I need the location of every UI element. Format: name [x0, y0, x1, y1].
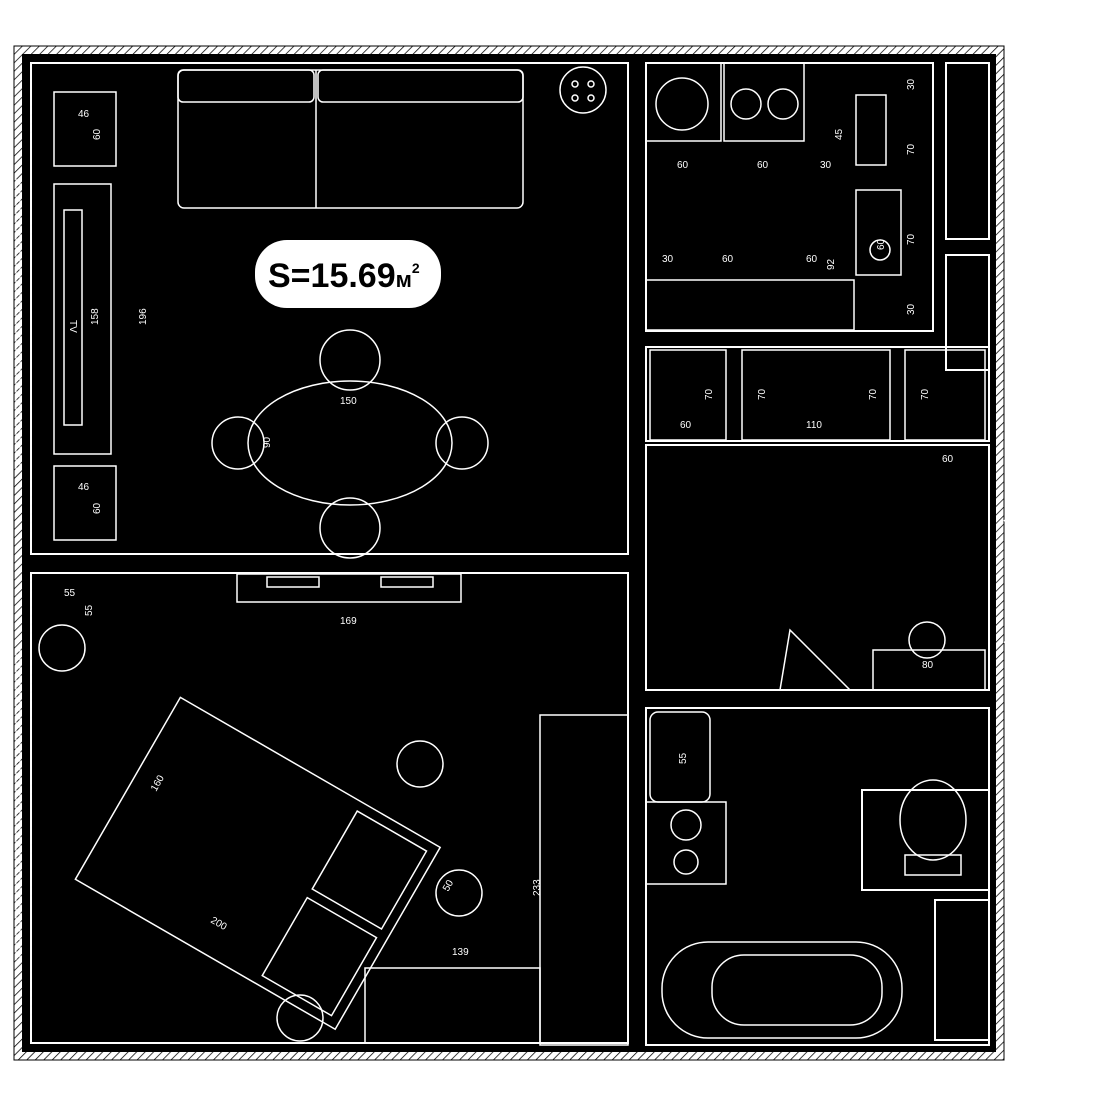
plant-bedroom-3 — [276, 994, 324, 1042]
kitchen-right-cabinets — [945, 62, 990, 240]
dim-label: 92 — [826, 258, 837, 270]
plant-bedroom-2 — [435, 869, 483, 917]
dim-label: 60 — [92, 128, 103, 140]
dim-label: 55 — [84, 604, 95, 616]
area-label: S=15.69м2 — [255, 240, 441, 308]
dim-label: 46 — [78, 109, 90, 120]
dim-label: 110 — [806, 420, 822, 431]
dim-label: 60 — [876, 238, 887, 250]
dim-label: 60 — [92, 502, 103, 514]
plant-bedroom-1 — [396, 740, 444, 788]
wardrobe-dimensions: 70 60 70 70 110 70 60 — [680, 388, 954, 465]
dim-label: 60 — [677, 160, 689, 171]
dim-label: 50 — [441, 878, 456, 894]
plant-top — [559, 66, 607, 114]
plant-corner — [38, 624, 86, 672]
shoe-bench — [872, 649, 986, 691]
bed — [74, 696, 442, 1031]
dim-label: 196 — [138, 308, 149, 325]
dining-table — [247, 380, 453, 506]
nightstand-bottom — [53, 465, 117, 541]
toilet — [899, 779, 967, 861]
hallway-furniture — [779, 519, 1091, 691]
radiator — [236, 573, 462, 603]
dim-label: 70 — [920, 388, 931, 400]
dim-label: 90 — [262, 436, 273, 448]
kitchen-furniture — [645, 62, 902, 331]
dim-label: 45 — [834, 128, 845, 140]
freezer-icon — [655, 77, 709, 131]
living-room — [30, 62, 629, 555]
bath-toilet-niche — [861, 789, 990, 891]
wardrobe-furniture — [649, 349, 986, 441]
hall-dimensions: 80 — [922, 660, 934, 671]
dim-label: 158 — [90, 308, 101, 325]
dim-label: 55 — [64, 588, 76, 599]
dim-label: 55 — [678, 752, 689, 764]
washing-machine — [645, 801, 727, 885]
wardrobe-room — [645, 346, 990, 442]
area-unit: м — [396, 267, 412, 292]
dim-label: 30 — [662, 254, 674, 265]
tv-unit — [53, 183, 112, 455]
svg-text:S=15.69м2: S=15.69м2 — [268, 257, 420, 295]
dim-label: 70 — [704, 388, 715, 400]
dim-label: 60 — [680, 420, 692, 431]
dim-label: 30 — [820, 160, 832, 171]
bathtub — [661, 941, 903, 1039]
bathroom-dimensions: 55 — [678, 752, 689, 764]
dim-label: 70 — [906, 143, 917, 155]
room-outlines — [30, 62, 990, 1046]
bedroom-furniture — [38, 573, 629, 1046]
dim-label: 60 — [722, 254, 734, 265]
area-prefix: S= — [268, 257, 311, 295]
dim-label: 60 — [942, 454, 954, 465]
dim-label: 139 — [452, 947, 469, 958]
kitchen-dimensions: 60 60 30 45 30 70 70 30 60 30 60 60 92 — [662, 78, 917, 315]
dim-label: 60 — [806, 254, 818, 265]
dim-label: 70 — [868, 388, 879, 400]
dim-label: 30 — [906, 303, 917, 315]
kitchen-right-cabinets-lower — [945, 254, 990, 371]
dim-label: 150 — [340, 396, 357, 407]
tv-label: TV — [67, 320, 78, 333]
living-room-furniture — [53, 66, 607, 559]
walls — [13, 45, 1005, 1061]
dim-label: 70 — [906, 233, 917, 245]
bathroom-furniture — [645, 711, 967, 1039]
dim-label: 46 — [78, 482, 90, 493]
dim-label: 30 — [906, 78, 917, 90]
windows — [15, 178, 21, 960]
dim-label: 80 — [922, 660, 934, 671]
dim-label: 70 — [757, 388, 768, 400]
nightstand-top — [53, 91, 117, 167]
living-room-dimensions: 46 60 158 196 46 60 150 90 — [78, 109, 357, 514]
dim-label: 60 — [757, 160, 769, 171]
closet — [539, 714, 629, 1046]
area-power: 2 — [412, 260, 420, 276]
bath-cabinet — [934, 899, 990, 1041]
dim-label: 169 — [340, 616, 357, 627]
dim-label: 233 — [532, 879, 543, 896]
area-value: 15.69 — [311, 257, 396, 295]
